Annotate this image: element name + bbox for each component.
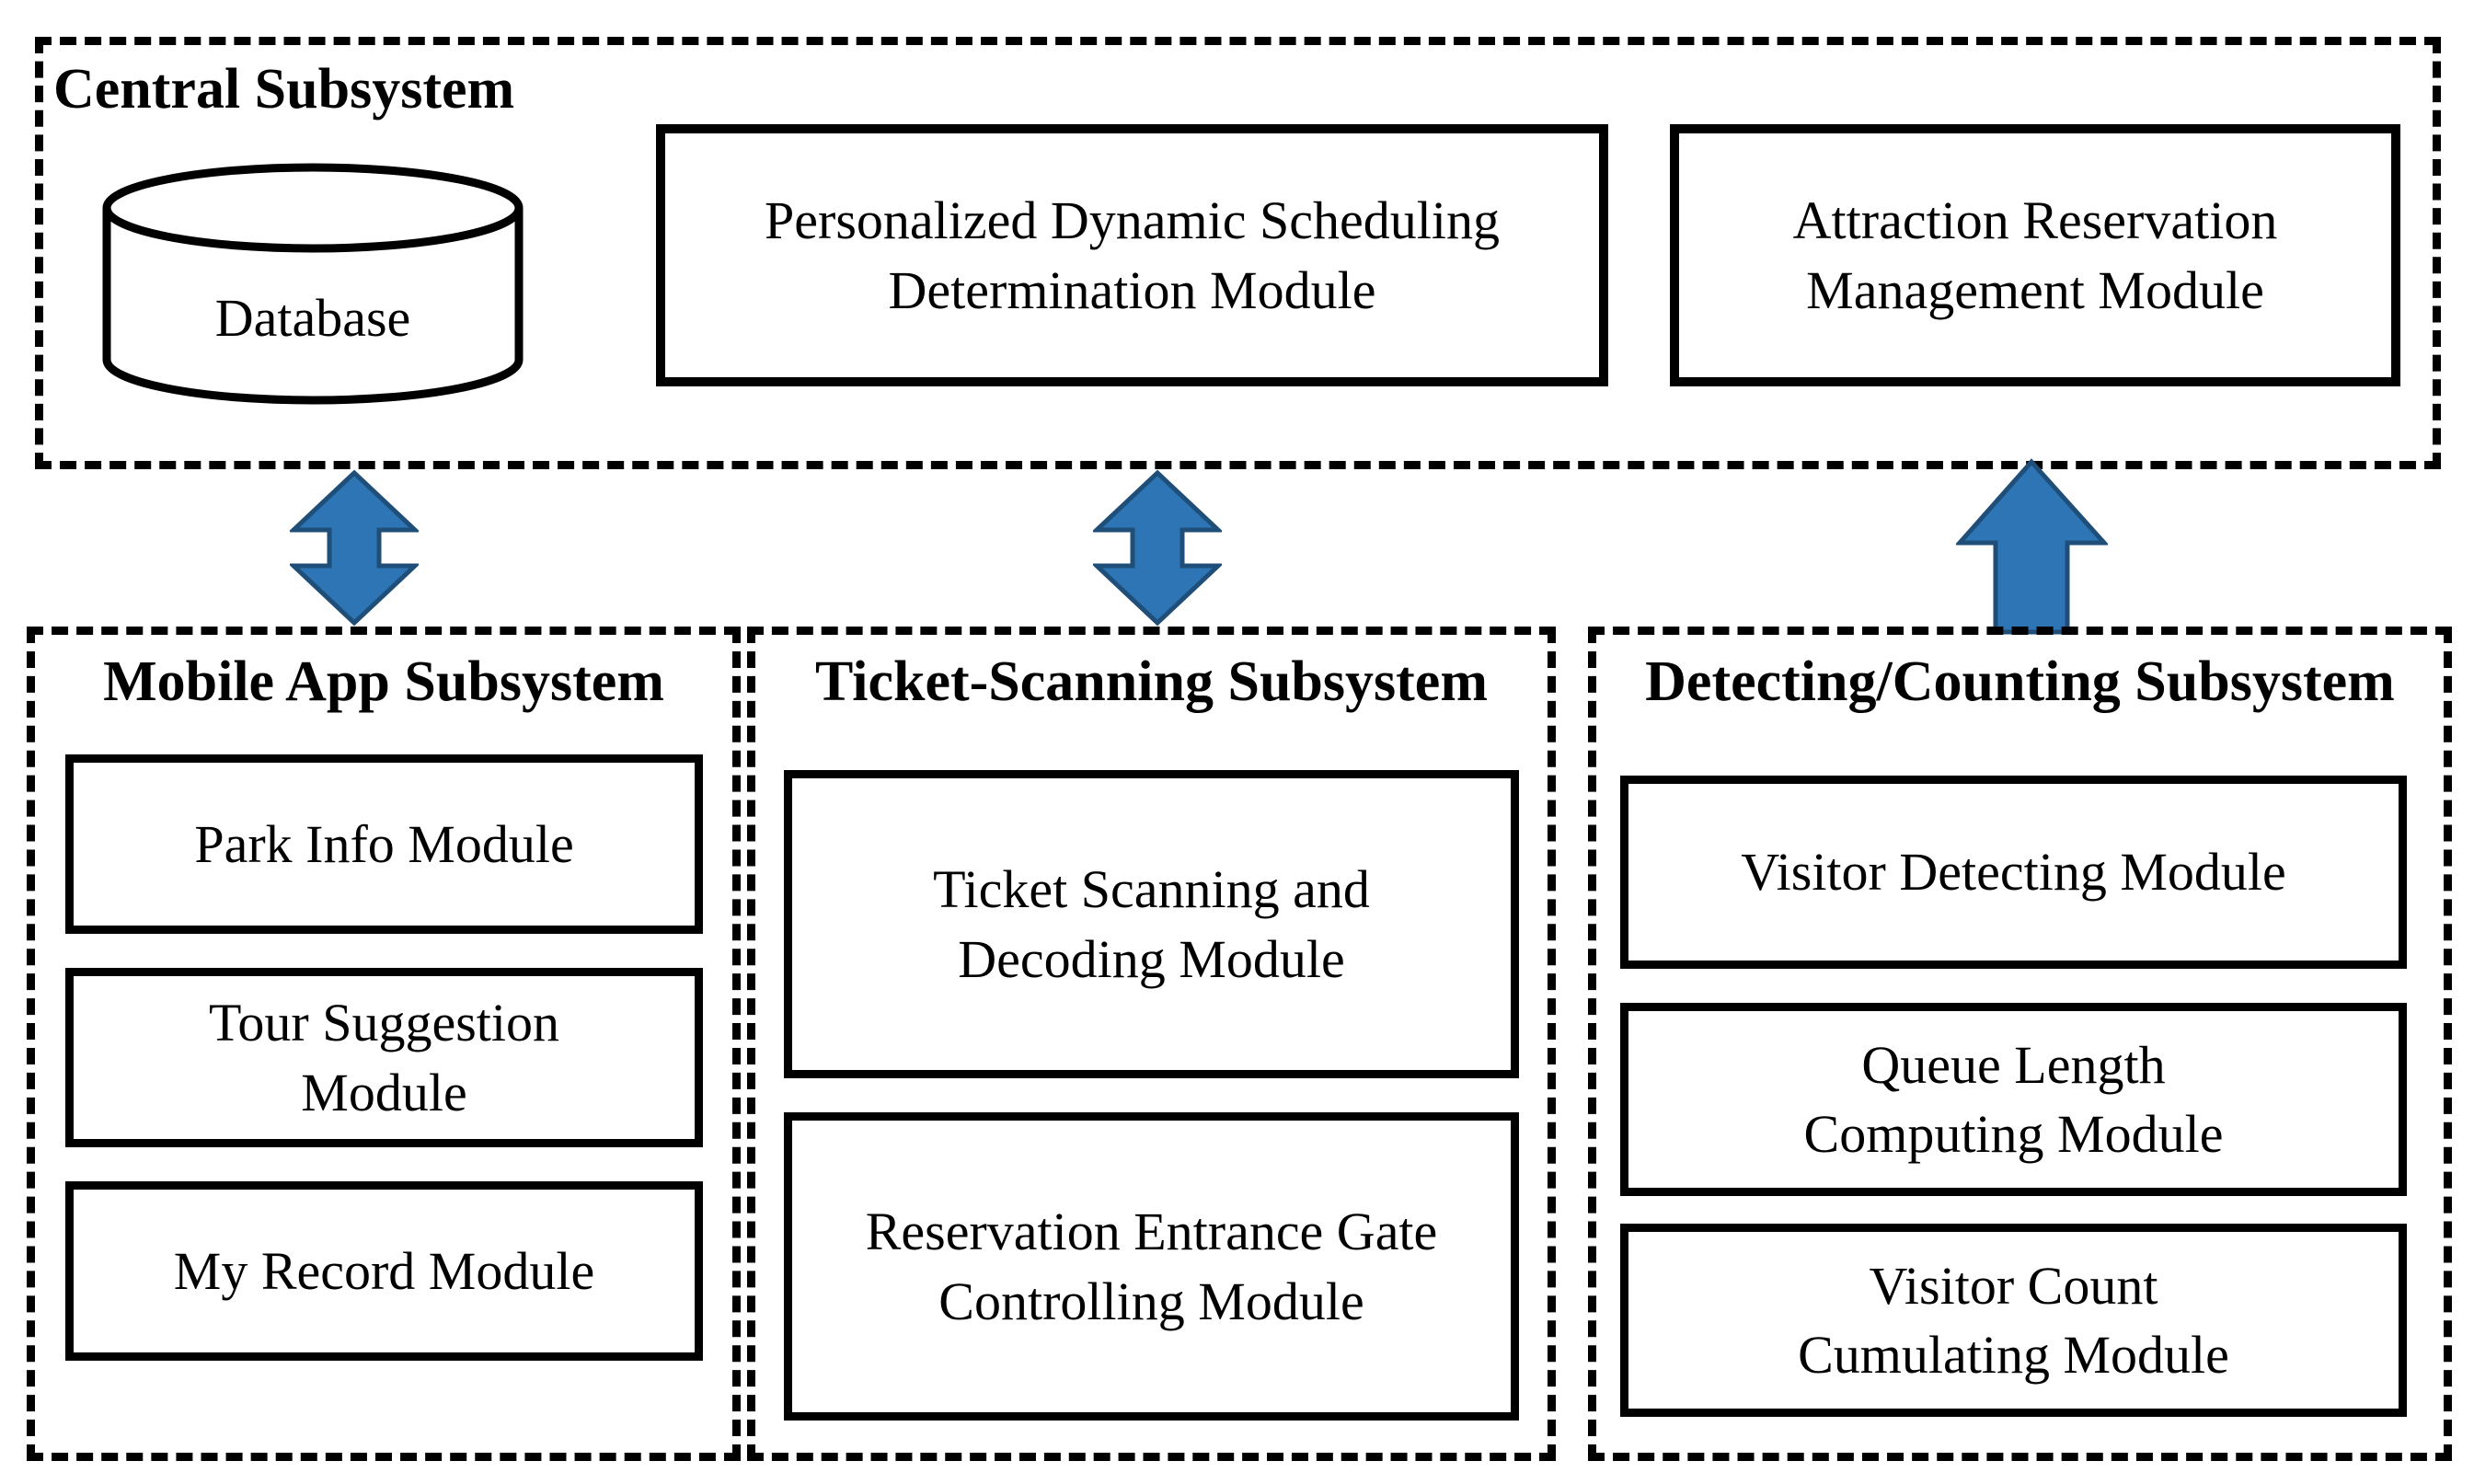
mobile-app-subsystem-box	[27, 627, 741, 1461]
mobile-app-subsystem-title: Mobile App Subsystem	[103, 650, 664, 713]
module-attraction-reservation-management: Attraction Reservation Management Module	[1670, 124, 2400, 386]
module-park-info: Park Info Module	[65, 754, 703, 934]
module-label: Personalized Dynamic Scheduling Determin…	[765, 190, 1500, 320]
module-reservation-entrance-gate: Reservation Entrance Gate Controlling Mo…	[784, 1112, 1519, 1421]
ticket-scanning-subsystem-box	[747, 627, 1556, 1461]
ticket-scanning-subsystem-title: Ticket-Scanning Subsystem	[815, 650, 1488, 713]
module-label: Queue Length Computing Module	[1803, 1034, 2224, 1164]
module-visitor-detecting: Visitor Detecting Module	[1620, 776, 2407, 969]
module-label: My Record Module	[173, 1240, 595, 1301]
module-personalized-dynamic-scheduling: Personalized Dynamic Scheduling Determin…	[656, 124, 1608, 386]
bidirectional-arrow-central-mobile-icon	[290, 469, 419, 627]
bidirectional-arrow-central-ticket-icon	[1093, 469, 1222, 627]
module-tour-suggestion: Tour Suggestion Module	[65, 968, 703, 1147]
module-label: Reservation Entrance Gate Controlling Mo…	[865, 1202, 1438, 1331]
central-subsystem-box	[35, 37, 2441, 469]
module-visitor-count-cumulating: Visitor Count Cumulating Module	[1620, 1224, 2407, 1417]
up-arrow-detecting-central-icon	[1956, 458, 2108, 635]
detecting-counting-subsystem-title: Detecting/Counting Subsystem	[1645, 650, 2395, 713]
module-queue-length-computing: Queue Length Computing Module	[1620, 1003, 2407, 1196]
database-label: Database	[214, 288, 411, 348]
module-my-record: My Record Module	[65, 1181, 703, 1361]
central-subsystem-title: Central Subsystem	[53, 58, 515, 121]
module-ticket-scanning-decoding: Ticket Scanning and Decoding Module	[784, 770, 1519, 1078]
module-label: Attraction Reservation Management Module	[1792, 190, 2278, 320]
module-label: Visitor Detecting Module	[1741, 842, 2286, 903]
detecting-counting-subsystem-box	[1588, 627, 2452, 1461]
module-label: Ticket Scanning and Decoding Module	[933, 859, 1370, 989]
database-cylinder-icon	[101, 162, 524, 406]
module-label: Park Info Module	[194, 813, 574, 874]
module-label: Tour Suggestion Module	[209, 993, 559, 1122]
module-label: Visitor Count Cumulating Module	[1798, 1255, 2229, 1385]
